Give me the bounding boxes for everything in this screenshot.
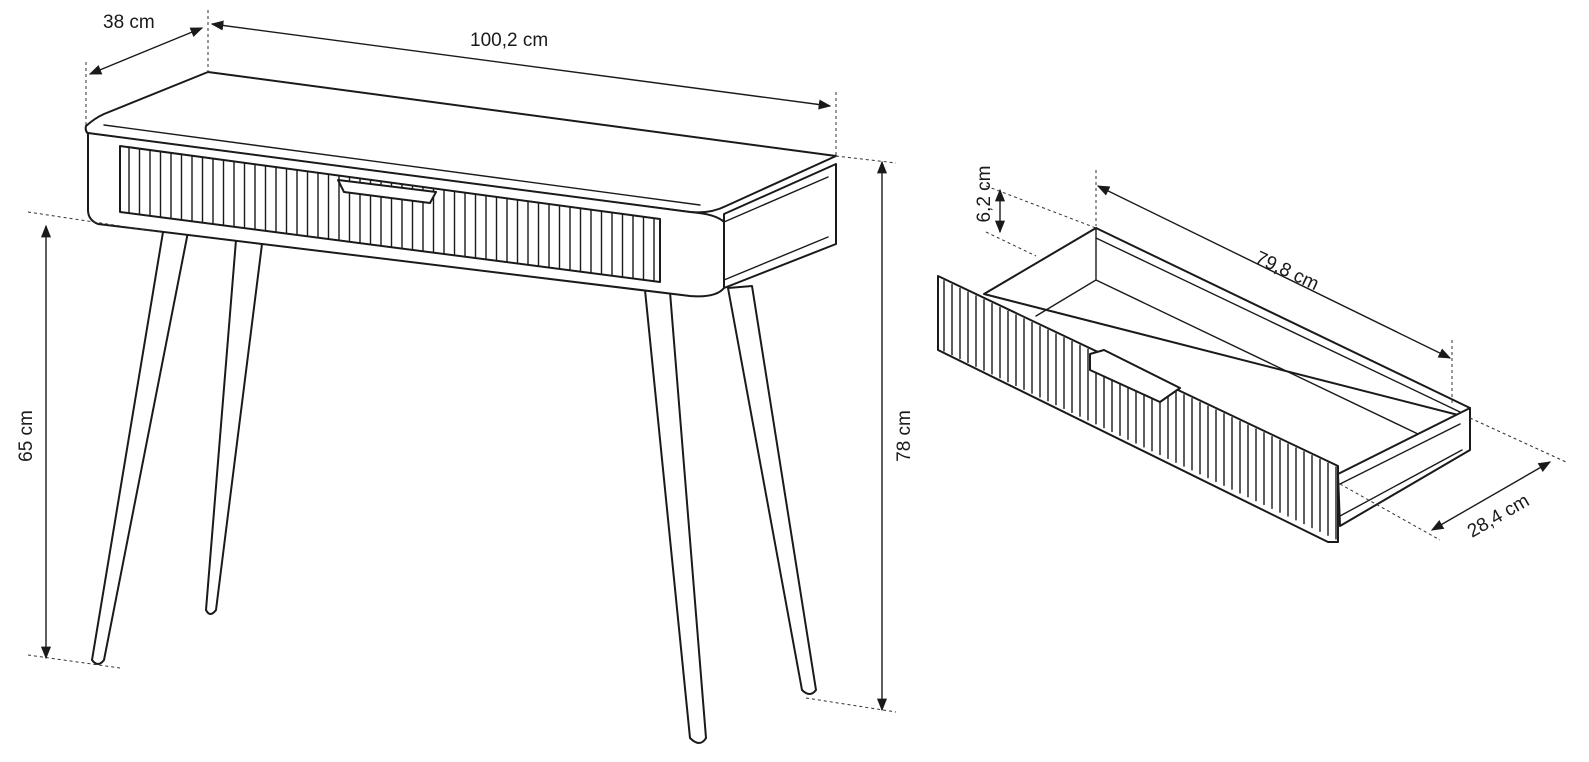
apron-side-inner-top [723,176,829,223]
drawer-front [937,275,1339,543]
dim-line-drawer-width [1096,185,1452,359]
table-dimensions: 38 cm 100,2 cm 65 cm 78 cm [16,10,915,713]
apron-side-inner-bottom [723,236,829,281]
dim-line-drawer-depth [1430,461,1552,531]
drawer-side [1337,407,1471,527]
leg-front-right [644,289,707,744]
label-total-height: 78 cm [894,410,915,462]
leg-front-left [91,231,189,665]
drawer-flutes [128,147,655,281]
drawer-side-bottom [1339,449,1463,517]
label-depth: 38 cm [103,12,155,33]
dim-line-depth [88,27,204,75]
console-table [84,71,837,744]
drawer-side-inner [1339,423,1461,485]
drawer-front-flutes [943,280,1337,540]
label-leg-height: 65 cm [16,410,37,462]
leg-back-left [205,239,263,615]
label-drawer-height: 6,2 cm [974,165,995,222]
label-drawer-width: 79,8 cm [1252,247,1322,295]
label-drawer-depth: 28,4 cm [1464,490,1533,542]
leg-back-right [727,285,817,695]
dim-line-width [210,20,832,110]
drawer [937,226,1471,543]
drawer-inner-left [983,226,1097,317]
drawer-handle [337,179,437,204]
table-legs [91,231,817,744]
tabletop-edge [103,124,701,206]
label-width: 100,2 cm [470,30,548,51]
